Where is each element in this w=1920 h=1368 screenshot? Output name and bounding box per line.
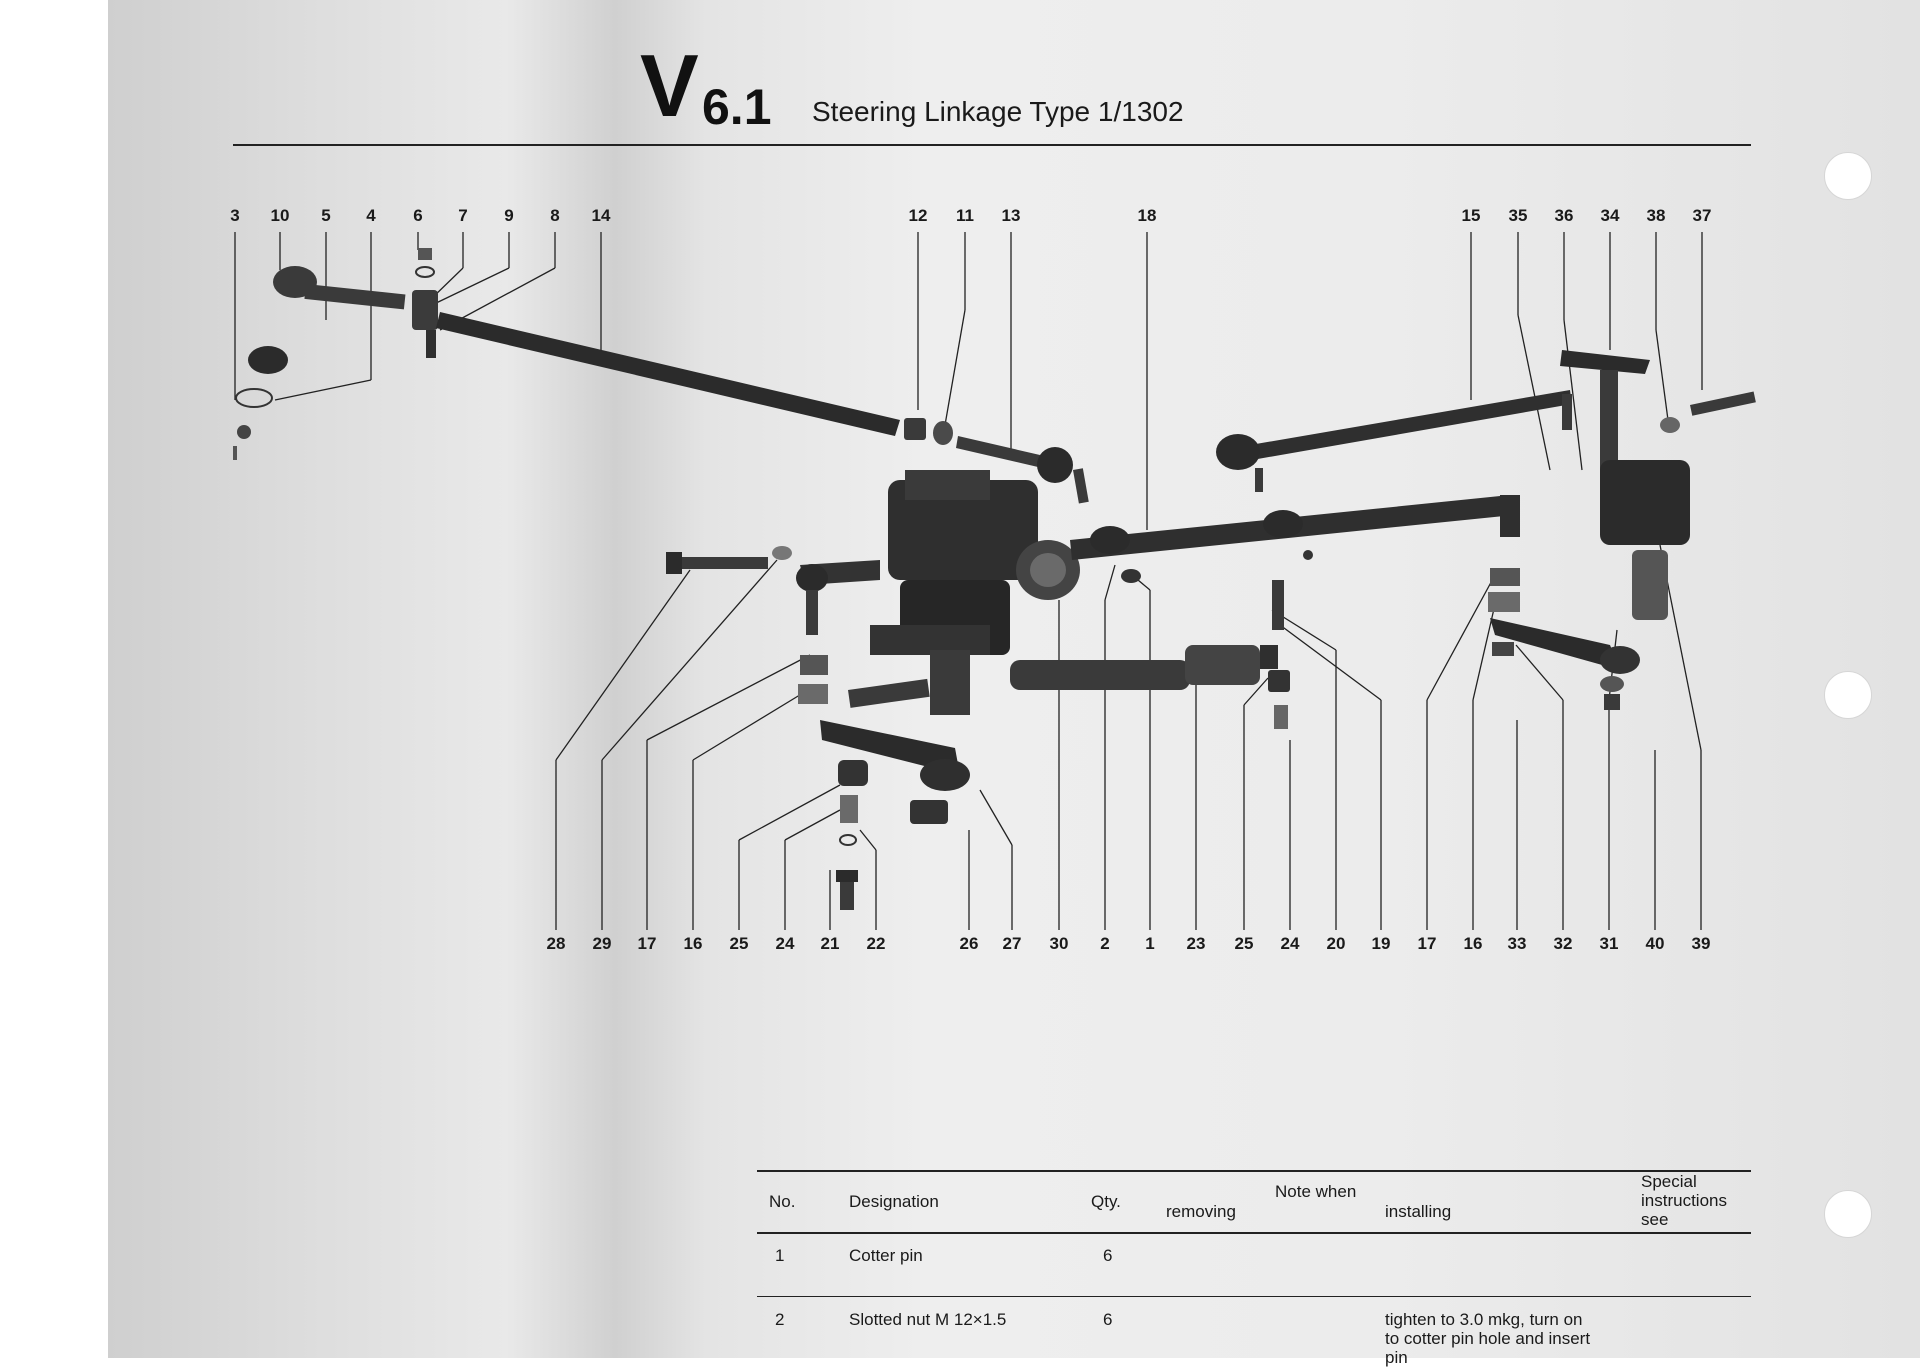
callout-top-10: 10 (270, 206, 290, 225)
callout-top-8: 8 (550, 206, 560, 225)
row-2-designation: Slotted nut M 12×1.5 (849, 1310, 1007, 1329)
callout-bottom-17b: 17 (1417, 934, 1437, 953)
binder-hole-bottom (1824, 1190, 1872, 1238)
callout-bottom-16b: 16 (1463, 934, 1483, 953)
callout-bottom-39: 39 (1691, 934, 1711, 953)
callout-top-38: 38 (1646, 206, 1666, 225)
header-no: No. (769, 1192, 796, 1211)
header-installing: installing (1385, 1202, 1452, 1221)
table-header-rule (757, 1232, 1751, 1234)
page-title: Steering Linkage Type 1/1302 (812, 96, 1184, 127)
section-letter: V (640, 36, 699, 135)
header-special-3: see (1641, 1210, 1669, 1229)
row-2-installing-1: tighten to 3.0 mkg, turn on (1385, 1310, 1583, 1329)
callout-bottom-30: 30 (1049, 934, 1069, 953)
parts-table: No. Designation Qty. Note when removing … (757, 1170, 1751, 1367)
header-special-2: instructions (1641, 1191, 1727, 1210)
callout-bottom-21: 21 (820, 934, 840, 953)
row-2-qty: 6 (1103, 1310, 1113, 1329)
row-2-no: 2 (775, 1310, 785, 1329)
callout-bottom-27: 27 (1002, 934, 1022, 953)
callout-top-5: 5 (321, 206, 331, 225)
callout-bottom-29: 29 (592, 934, 612, 953)
parts (233, 248, 1756, 910)
binder-hole-middle (1824, 671, 1872, 719)
callout-top-12: 12 (908, 206, 928, 225)
row-1-no: 1 (775, 1246, 785, 1265)
header-special-1: Special (1641, 1172, 1697, 1191)
leader-lines (234, 232, 1703, 930)
callout-top-13: 13 (1001, 206, 1021, 225)
callout-bottom-25: 25 (729, 934, 749, 953)
callout-top-37: 37 (1692, 206, 1712, 225)
table-top-rule (757, 1170, 1751, 1172)
callout-top-15: 15 (1461, 206, 1481, 225)
callout-bottom-20: 20 (1326, 934, 1346, 953)
callout-bottom-17: 17 (637, 934, 657, 953)
callout-bottom-25b: 25 (1234, 934, 1254, 953)
callout-top-34: 34 (1600, 206, 1620, 225)
callout-top-36: 36 (1554, 206, 1574, 225)
callout-bottom-23: 23 (1186, 934, 1206, 953)
callout-bottom-19: 19 (1371, 934, 1391, 953)
callout-bottom-24: 24 (775, 934, 795, 953)
callout-top-7: 7 (458, 206, 468, 225)
binder-hole-top (1824, 152, 1872, 200)
callout-top-11: 11 (956, 206, 974, 225)
left-margin (0, 0, 108, 1358)
callout-bottom-22: 22 (866, 934, 886, 953)
callout-top-6: 6 (413, 206, 423, 225)
callout-bottom-1: 1 (1145, 934, 1155, 953)
callout-top-3: 3 (230, 206, 240, 225)
row-1-qty: 6 (1103, 1246, 1113, 1265)
row-1-designation: Cotter pin (849, 1246, 923, 1265)
title-rule (233, 144, 1751, 146)
callout-top-14: 14 (591, 206, 611, 225)
row-2-installing-2: to cotter pin hole and insert (1385, 1329, 1591, 1348)
table-row-rule (757, 1296, 1751, 1297)
callout-bottom-33: 33 (1507, 934, 1527, 953)
callout-bottom-16: 16 (683, 934, 703, 953)
callout-bottom-2: 2 (1100, 934, 1110, 953)
section-number: 6.1 (702, 79, 772, 135)
header-designation: Designation (849, 1192, 939, 1211)
callout-bottom-26: 26 (959, 934, 979, 953)
callout-top-4: 4 (366, 206, 376, 225)
callout-bottom-40: 40 (1645, 934, 1665, 953)
header-removing: removing (1166, 1202, 1236, 1221)
header-qty: Qty. (1091, 1192, 1121, 1211)
callout-top-35: 35 (1508, 206, 1528, 225)
callout-bottom-24b: 24 (1280, 934, 1300, 953)
callout-bottom-28: 28 (546, 934, 566, 953)
callout-top-18: 18 (1137, 206, 1157, 225)
callout-top-9: 9 (504, 206, 514, 225)
callout-bottom-31: 31 (1599, 934, 1619, 953)
header-note-when: Note when (1275, 1182, 1357, 1201)
callout-bottom-32: 32 (1553, 934, 1573, 953)
